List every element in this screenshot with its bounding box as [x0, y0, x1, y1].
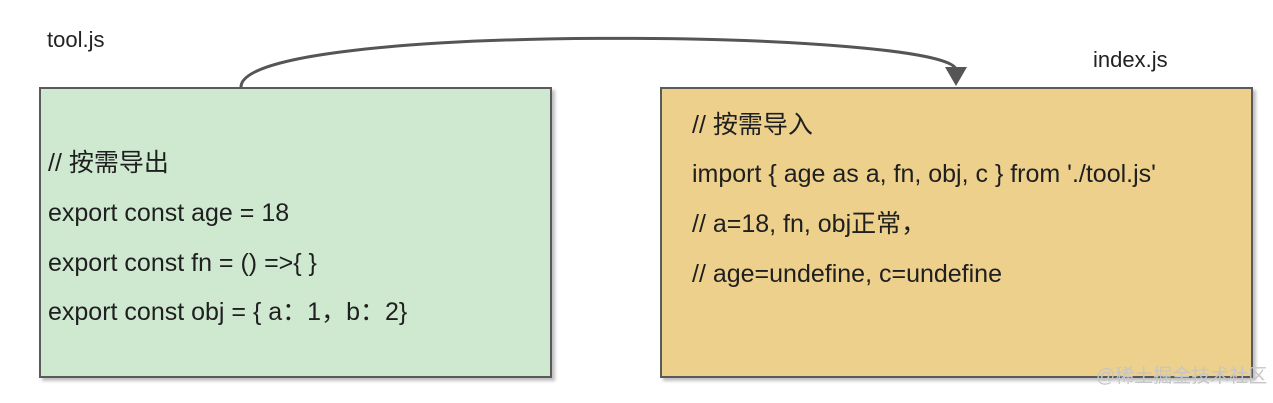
tool-js-code-box: // 按需导出 export const age = 18 export con…	[39, 87, 552, 378]
watermark: @稀土掘金技术社区	[1096, 366, 1268, 387]
import-arrow-head	[945, 67, 967, 86]
code-line-result-undefined: // age=undefine, c=undefine	[692, 260, 1002, 288]
code-line-export-obj: export const obj = { a：1，b：2}	[48, 298, 408, 326]
code-line-result-ok: // a=18, fn, obj正常，	[692, 210, 927, 238]
index-js-label: index.js	[1093, 47, 1168, 72]
index-js-code-box: // 按需导入 import { age as a, fn, obj, c } …	[660, 87, 1253, 378]
tool-js-label: tool.js	[47, 27, 105, 52]
import-arrow-curve	[239, 36, 958, 88]
code-line-export-fn: export const fn = () =>{ }	[48, 249, 317, 277]
code-line-comment: // 按需导出	[48, 149, 169, 177]
code-line-comment: // 按需导入	[692, 111, 813, 139]
code-line-export-age: export const age = 18	[48, 199, 290, 227]
code-line-import: import { age as a, fn, obj, c } from './…	[692, 160, 1156, 188]
